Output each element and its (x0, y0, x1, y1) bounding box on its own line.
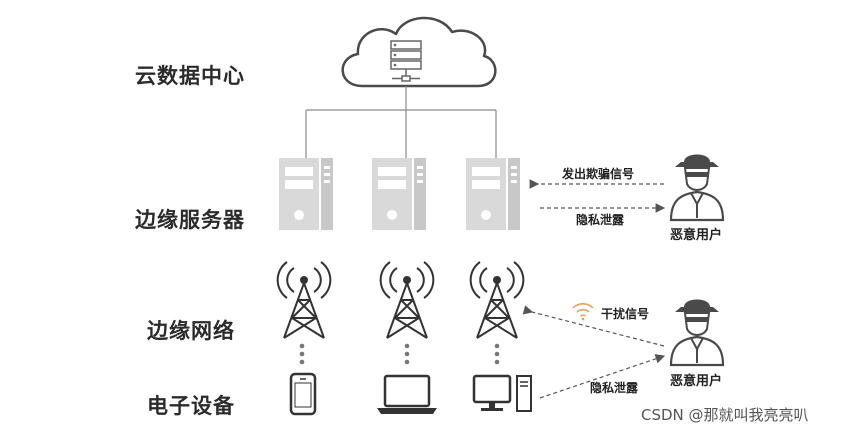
hacker-icon (669, 299, 725, 367)
hacker-icon (669, 154, 725, 222)
privacy-leak-device-label: 隐私泄露 (590, 381, 639, 395)
desktop-computer-icon (472, 374, 532, 412)
layer-label-device: 电子设备 (147, 394, 235, 418)
privacy-leak-server-label: 隐私泄露 (576, 213, 625, 227)
privacy-leak-device-arrow (539, 354, 666, 399)
cell-tower-icon (276, 261, 332, 339)
edge-server-3 (466, 158, 520, 230)
edge-server-1 (279, 158, 333, 230)
jamming-signal-label: 干扰信号 (601, 307, 650, 321)
tower-device-dots (299, 343, 500, 365)
spoof-signal-label: 发出欺骗信号 (562, 167, 635, 181)
cell-tower-icon (469, 261, 525, 339)
cell-tower-icon (379, 261, 435, 339)
jamming-signal-arrow (522, 305, 665, 347)
watermark-text: CSDN @那就叫我亮亮叭 (641, 406, 809, 424)
layer-label-edge-network: 边缘网络 (147, 319, 235, 343)
attacker-label-top: 恶意用户 (670, 228, 723, 243)
attacker-label-bottom: 恶意用户 (670, 374, 723, 389)
wifi-signal-icon (572, 303, 594, 321)
smartphone-icon (289, 372, 317, 416)
cloud-server-links (305, 86, 497, 158)
cloud-icon (341, 16, 497, 88)
edge-server-2 (372, 158, 426, 230)
layer-label-edge-server: 边缘服务器 (135, 208, 245, 232)
laptop-icon (377, 374, 437, 414)
layer-label-cloud: 云数据中心 (135, 64, 245, 88)
